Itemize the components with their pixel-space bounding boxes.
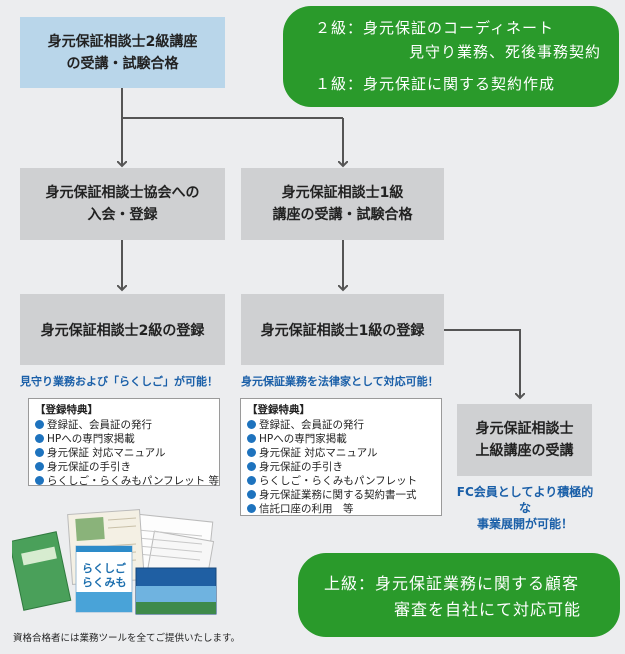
- bullet-icon: [247, 504, 256, 513]
- grade1-course-box: 身元保証相談士1級 講座の受講・試験合格: [241, 168, 444, 240]
- grade1-course-label: 身元保証相談士1級 講座の受講・試験合格: [272, 185, 413, 223]
- grade1-registration-label: 身元保証相談士1級の登録: [260, 322, 425, 339]
- upper-summary-line-1: 上級：身元保証業務に関する顧客: [324, 574, 580, 593]
- bullet-icon: [35, 448, 44, 457]
- footer-note: 資格合格者には業務ツールを全てご提供いたします。: [13, 633, 241, 644]
- list-item: HPへの専門家掲載: [35, 432, 215, 446]
- bullet-icon: [247, 462, 256, 471]
- grade1-registration-box: 身元保証相談士1級の登録: [241, 294, 444, 365]
- grade2-course-box: 身元保証相談士2級講座 の受講・試験合格: [20, 17, 225, 88]
- grade-summary-bubble: ２級：身元保証のコーディネート 見守り業務、死後事務契約 １級：身元保証に関する…: [283, 6, 619, 107]
- fc-member-text: FC会員としてより積極的な 事業展開が可能！: [456, 485, 594, 531]
- list-item: HPへの専門家掲載: [247, 432, 437, 446]
- summary-line-3: １級：身元保証に関する契約作成: [315, 75, 556, 93]
- grade2-registration-box: 身元保証相談士2級の登録: [20, 294, 225, 365]
- list-item: 身元保証 対応マニュアル: [35, 446, 215, 460]
- arrow-to-upper: [444, 329, 520, 398]
- green-booklet: [12, 531, 72, 611]
- blue-folder: [135, 567, 217, 615]
- upper-summary-bubble: 上級：身元保証業務に関する顧客 審査を自社にて対応可能: [298, 553, 620, 637]
- list-item: 身元保証 対応マニュアル: [247, 446, 437, 460]
- upper-course-box: 身元保証相談士 上級講座の受講: [457, 404, 592, 476]
- grade1-lead-text: 身元保証業務を法律家として対応可能！: [241, 375, 439, 388]
- grade2-benefits-list: 登録証、会員証の発行 HPへの専門家掲載 身元保証 対応マニュアル 身元保証の手…: [35, 418, 219, 488]
- grade2-course-label: 身元保証相談士2級講座 の受講・試験合格: [47, 33, 198, 72]
- association-join-label: 身元保証相談士協会への 入会・登録: [45, 185, 200, 223]
- rakushigo-brochure: らくしご らくみも: [75, 545, 133, 613]
- bullet-icon: [247, 448, 256, 457]
- business-tools-illustration: らくしご らくみも: [12, 509, 217, 615]
- grade2-registration-label: 身元保証相談士2級の登録: [40, 322, 205, 339]
- list-item: 身元保証の手引き: [247, 460, 437, 474]
- list-item: 身元保証業務に関する契約書一式: [247, 488, 437, 502]
- bullet-icon: [35, 462, 44, 471]
- bullet-icon: [247, 434, 256, 443]
- bullet-icon: [247, 476, 256, 485]
- list-item: 登録証、会員証の発行: [35, 418, 215, 432]
- grade2-benefits-box: 【登録特典】 登録証、会員証の発行 HPへの専門家掲載 身元保証 対応マニュアル…: [28, 398, 220, 488]
- rakumimo-title: らくみも: [82, 576, 126, 589]
- summary-line-2: 見守り業務、死後事務契約: [409, 43, 602, 61]
- upper-course-label: 身元保証相談士 上級講座の受講: [475, 421, 574, 459]
- list-item: らくしご・らくみもパンフレット 等: [35, 474, 219, 488]
- grade2-lead-text: 見守り業務および「らくしご」が可能！: [20, 375, 218, 388]
- bullet-icon: [247, 420, 256, 429]
- list-item: 登録証、会員証の発行: [247, 418, 437, 432]
- bullet-icon: [35, 476, 44, 485]
- grade2-benefits-title: 【登録特典】: [35, 404, 98, 416]
- list-item: 信託口座の利用 等: [247, 502, 437, 516]
- bullet-icon: [35, 420, 44, 429]
- grade1-benefits-title: 【登録特典】: [247, 404, 310, 416]
- upper-summary-line-2: 審査を自社にて対応可能: [394, 600, 582, 619]
- list-item: らくしご・らくみもパンフレット: [247, 474, 437, 488]
- bullet-icon: [35, 434, 44, 443]
- list-item: 身元保証の手引き: [35, 460, 215, 474]
- association-join-box: 身元保証相談士協会への 入会・登録: [20, 168, 225, 240]
- summary-line-1: ２級：身元保証のコーディネート: [315, 19, 554, 37]
- grade1-benefits-box: 【登録特典】 登録証、会員証の発行 HPへの専門家掲載 身元保証 対応マニュアル…: [240, 398, 442, 516]
- bullet-icon: [247, 490, 256, 499]
- grade1-benefits-list: 登録証、会員証の発行 HPへの専門家掲載 身元保証 対応マニュアル 身元保証の手…: [247, 418, 437, 516]
- rakushigo-title: らくしご: [82, 561, 127, 575]
